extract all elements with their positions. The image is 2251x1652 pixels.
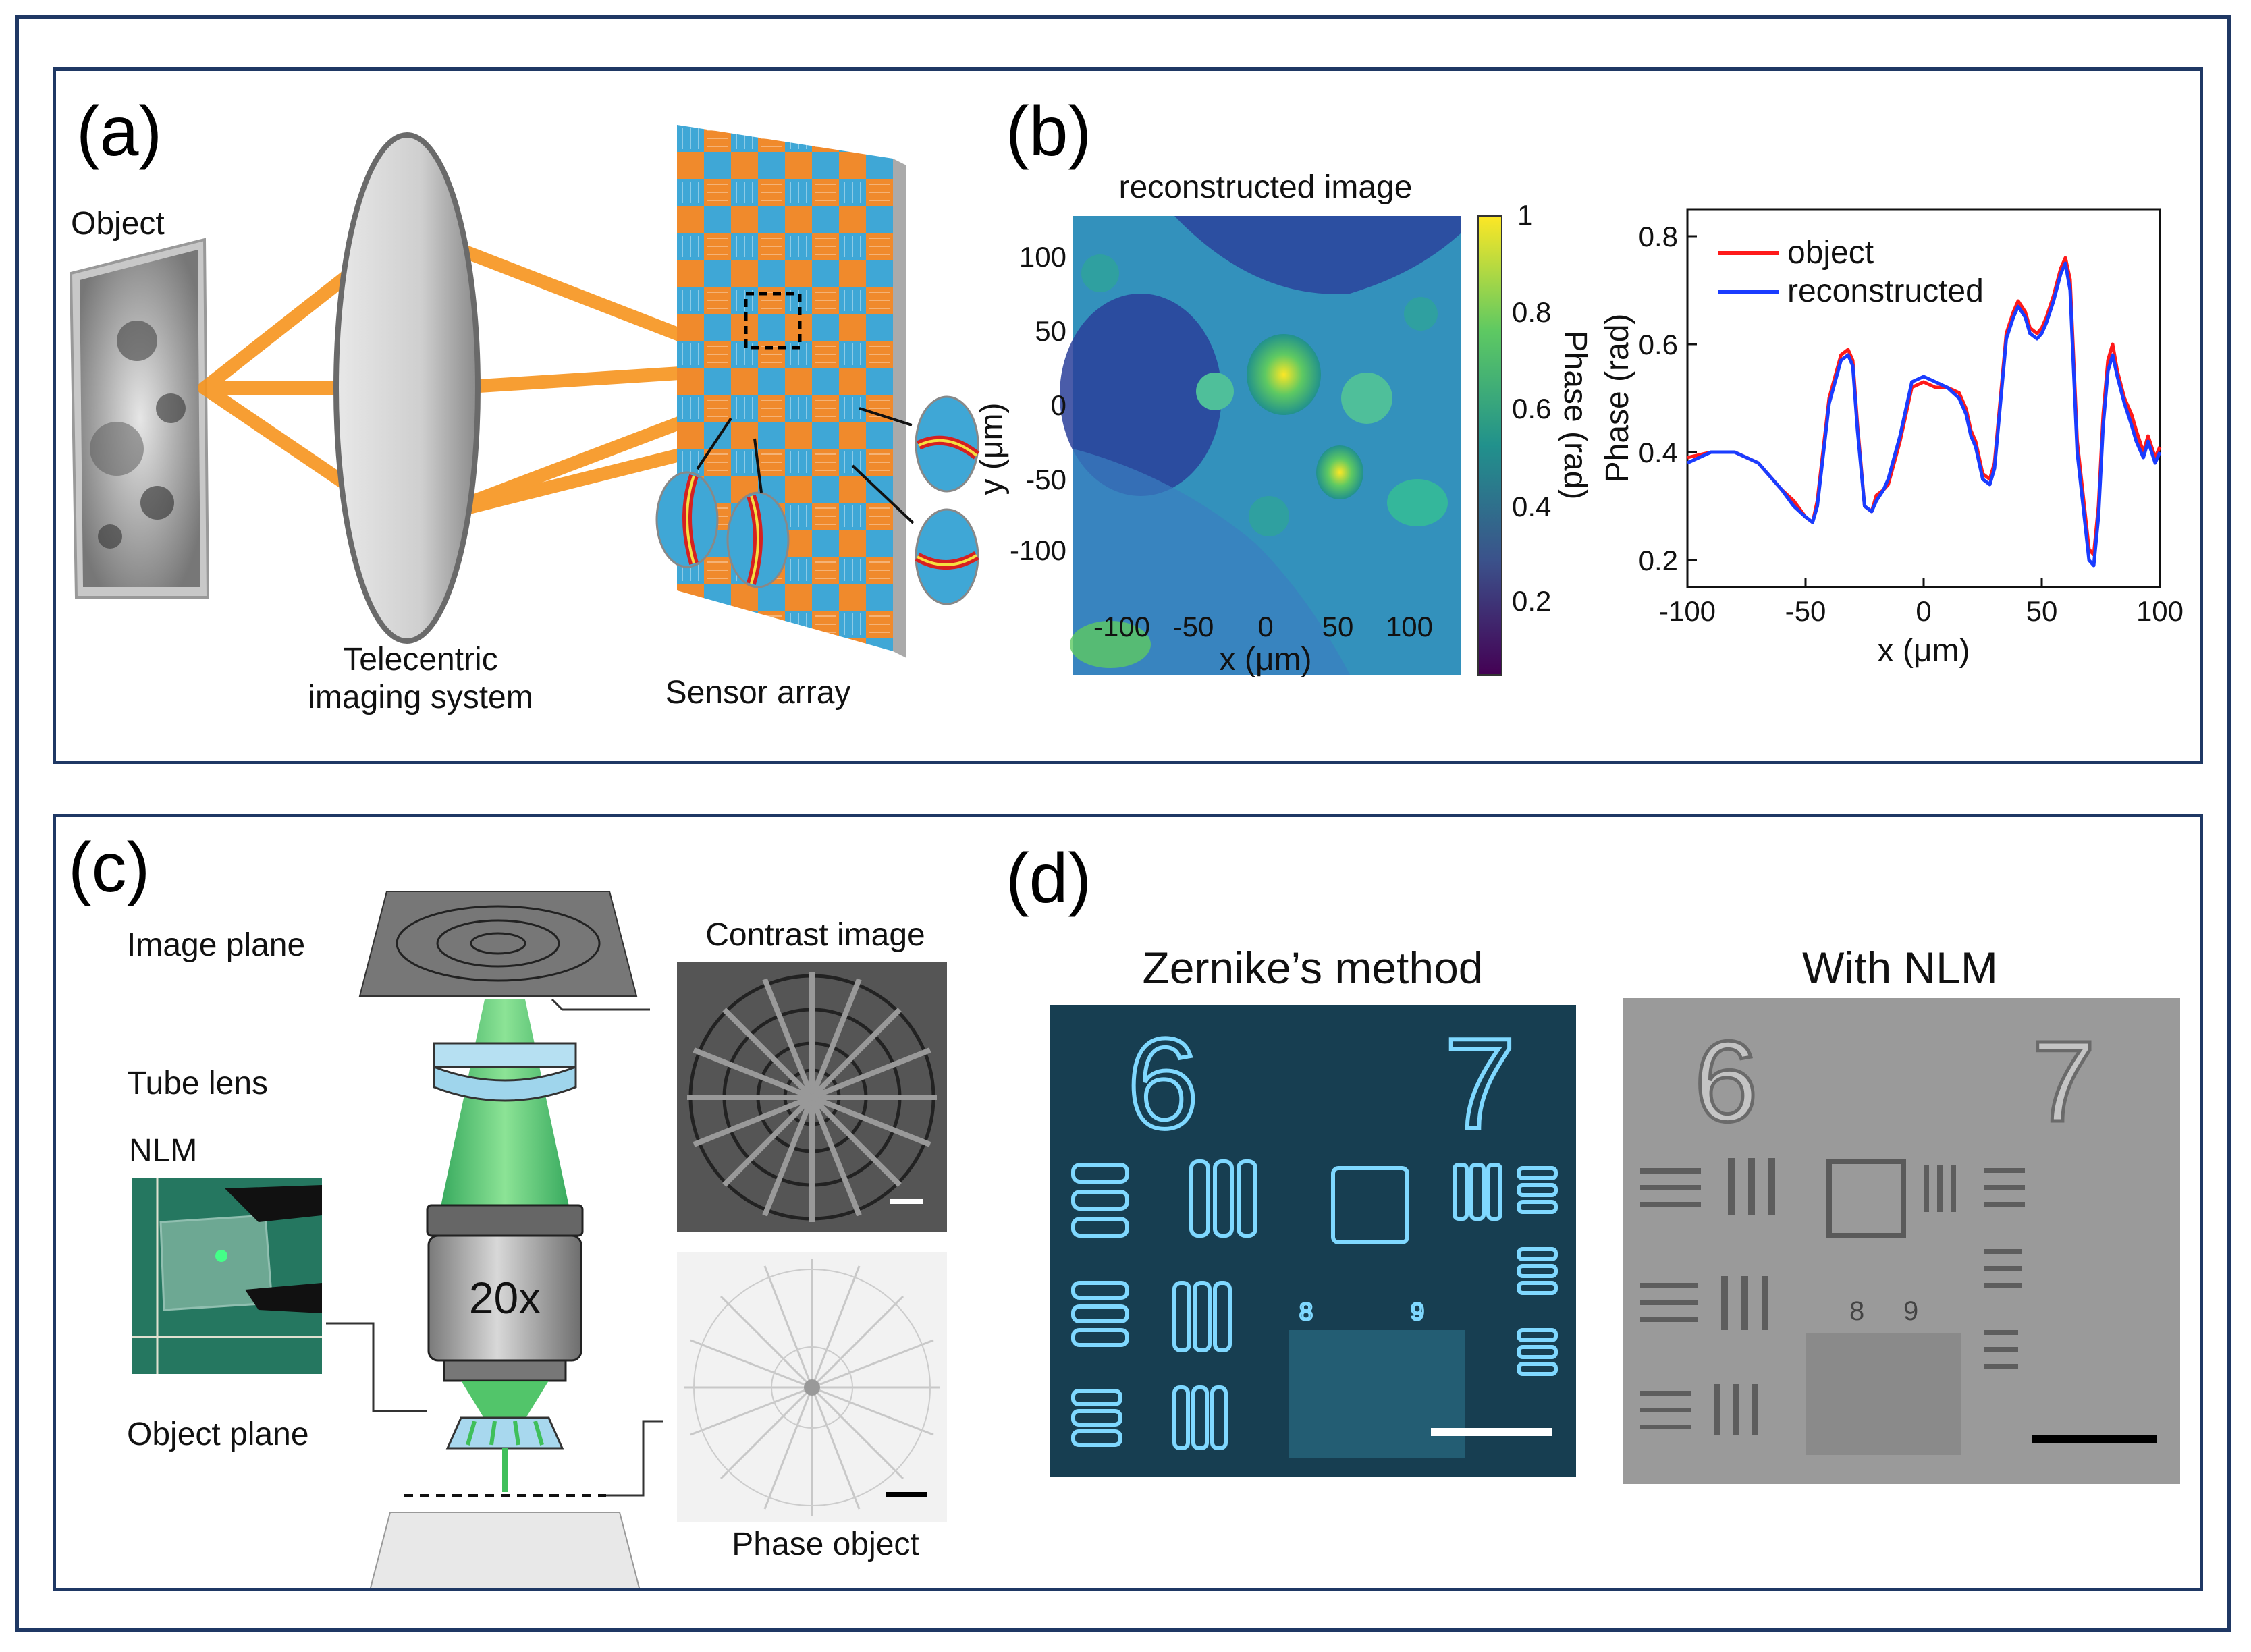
colorbar-tick: 0.8 <box>1512 296 1551 328</box>
sensor-array-label: Sensor array <box>666 675 851 711</box>
green-beam <box>437 999 572 1222</box>
object-plane-square <box>369 1512 641 1588</box>
objective-20x <box>426 1204 584 1425</box>
profile-plot-area <box>1686 208 2161 588</box>
panel-c: (c) Image plane Tube lens NLM Object pla… <box>68 829 947 1588</box>
object-plane-label: Object plane <box>127 1416 309 1452</box>
map-y-label: y (μm) <box>974 403 1010 495</box>
nlm-photo <box>132 1178 322 1374</box>
colorbar-tick: 0.2 <box>1512 585 1551 617</box>
panel-a-letter: (a) <box>76 92 162 171</box>
phase-heatmap <box>1060 216 1461 675</box>
panel-a: (a) Object Telecentric imaging system Se… <box>69 92 980 715</box>
figure-frame <box>15 15 2231 1632</box>
contrast-image-label: Contrast image <box>705 917 925 953</box>
image-plane-label: Image plane <box>127 927 305 963</box>
nlm-title: With NLM <box>1802 943 1998 993</box>
phase-profile-chart: object reconstructed -100 -50 0 50 100 0.8 0.6… <box>1600 208 2184 669</box>
zernike-title: Zernike’s method <box>1142 943 1483 993</box>
object-slide <box>69 238 210 599</box>
phase-object-label: Phase object <box>732 1526 919 1562</box>
panel-b-map: (b) reconstructed image 1 0.8 0.6 0.4 0.… <box>974 92 1593 678</box>
zernike-digit-6: 6 <box>1127 1012 1199 1155</box>
colorbar-tick: 0.4 <box>1512 491 1551 522</box>
fringe-zoom-insets <box>655 395 980 605</box>
x-tick-label: 0 <box>1916 595 1931 627</box>
tube-lens-label: Tube lens <box>127 1066 268 1101</box>
nlm-element <box>445 1416 564 1450</box>
nlm-digit-9: 9 <box>1903 1296 1918 1326</box>
map-y-tick: -100 <box>1010 534 1066 566</box>
nlm-label: NLM <box>129 1133 197 1169</box>
map-x-tick: 0 <box>1257 611 1273 642</box>
map-y-tick: 0 <box>1051 389 1066 421</box>
x-tick-label: -50 <box>1785 595 1826 627</box>
colorbar-ticks: 1 0.8 0.6 0.4 0.2 <box>1512 199 1551 617</box>
image-plane-square <box>358 891 638 997</box>
colorbar <box>1477 215 1502 676</box>
telecentric-lens <box>333 132 481 644</box>
map-y-tick: 50 <box>1035 315 1066 347</box>
y-tick-label: 0.6 <box>1639 329 1678 360</box>
legend-object-label: object <box>1787 235 1874 271</box>
inset-pointer-arrows <box>696 407 915 524</box>
profile-y-label: Phase (rad) <box>1600 314 1635 483</box>
nlm-digit-6: 6 <box>1694 1018 1758 1146</box>
zernike-digit-7: 7 <box>1444 1012 1516 1155</box>
lens-label-line1: Telecentric <box>343 642 497 678</box>
nlm-digit-8: 8 <box>1849 1296 1864 1326</box>
map-y-ticks: 100 50 0 -50 -100 <box>1010 241 1066 566</box>
y-tick-label: 0.2 <box>1639 545 1678 576</box>
panel-d-letter: (d) <box>1006 839 1091 918</box>
zernike-digit-8: 8 <box>1299 1298 1313 1325</box>
profile-x-label: x (μm) <box>1878 633 1970 669</box>
phase-object-image <box>677 1252 947 1522</box>
zernike-scale-bar <box>1431 1428 1552 1436</box>
map-y-tick: 100 <box>1019 241 1066 273</box>
panel-c-letter: (c) <box>68 829 150 907</box>
colorbar-tick: 1 <box>1517 199 1533 231</box>
nlm-digit-7: 7 <box>2032 1018 2096 1146</box>
object-label: Object <box>71 206 165 242</box>
y-tick-label: 0.8 <box>1639 221 1678 252</box>
connector-lines <box>326 998 663 1497</box>
x-tick-label: 100 <box>2136 595 2184 627</box>
map-x-ticks: -100 -50 0 50 100 <box>1093 611 1433 642</box>
panel-b-letter: (b) <box>1006 92 1091 171</box>
map-y-tick: -50 <box>1025 464 1066 495</box>
lens-label-line2: imaging system <box>308 680 533 715</box>
colorbar-label: Phase (rad) <box>1557 331 1593 500</box>
map-x-tick: 50 <box>1322 611 1354 642</box>
map-title: reconstructed image <box>1119 169 1413 205</box>
map-x-tick: 100 <box>1386 611 1433 642</box>
nlm-scale-bar <box>2032 1435 2157 1443</box>
colorbar-tick: 0.6 <box>1512 393 1551 424</box>
sensor-array <box>677 125 906 658</box>
series-line-reconstructed <box>1686 261 2162 568</box>
map-x-tick: -50 <box>1173 611 1214 642</box>
nlm-image: 6 7 <box>1623 998 2180 1484</box>
x-tick-label: 50 <box>2026 595 2058 627</box>
tube-lens <box>433 1042 577 1102</box>
objective-magnification: 20x <box>469 1273 541 1323</box>
panel-d: (d) Zernike’s method With NLM 6 7 <box>1006 839 2180 1484</box>
contrast-image <box>677 962 947 1232</box>
zernike-digit-9: 9 <box>1411 1298 1424 1325</box>
x-tick-label: -100 <box>1659 595 1716 627</box>
legend-reconstructed-label: reconstructed <box>1787 273 1984 309</box>
y-tick-label: 0.4 <box>1639 437 1678 468</box>
map-x-label: x (μm) <box>1220 642 1312 678</box>
zernike-image: 6 7 <box>1050 1005 1576 1477</box>
map-x-tick: -100 <box>1093 611 1150 642</box>
profile-legend: object reconstructed <box>1718 235 1984 309</box>
